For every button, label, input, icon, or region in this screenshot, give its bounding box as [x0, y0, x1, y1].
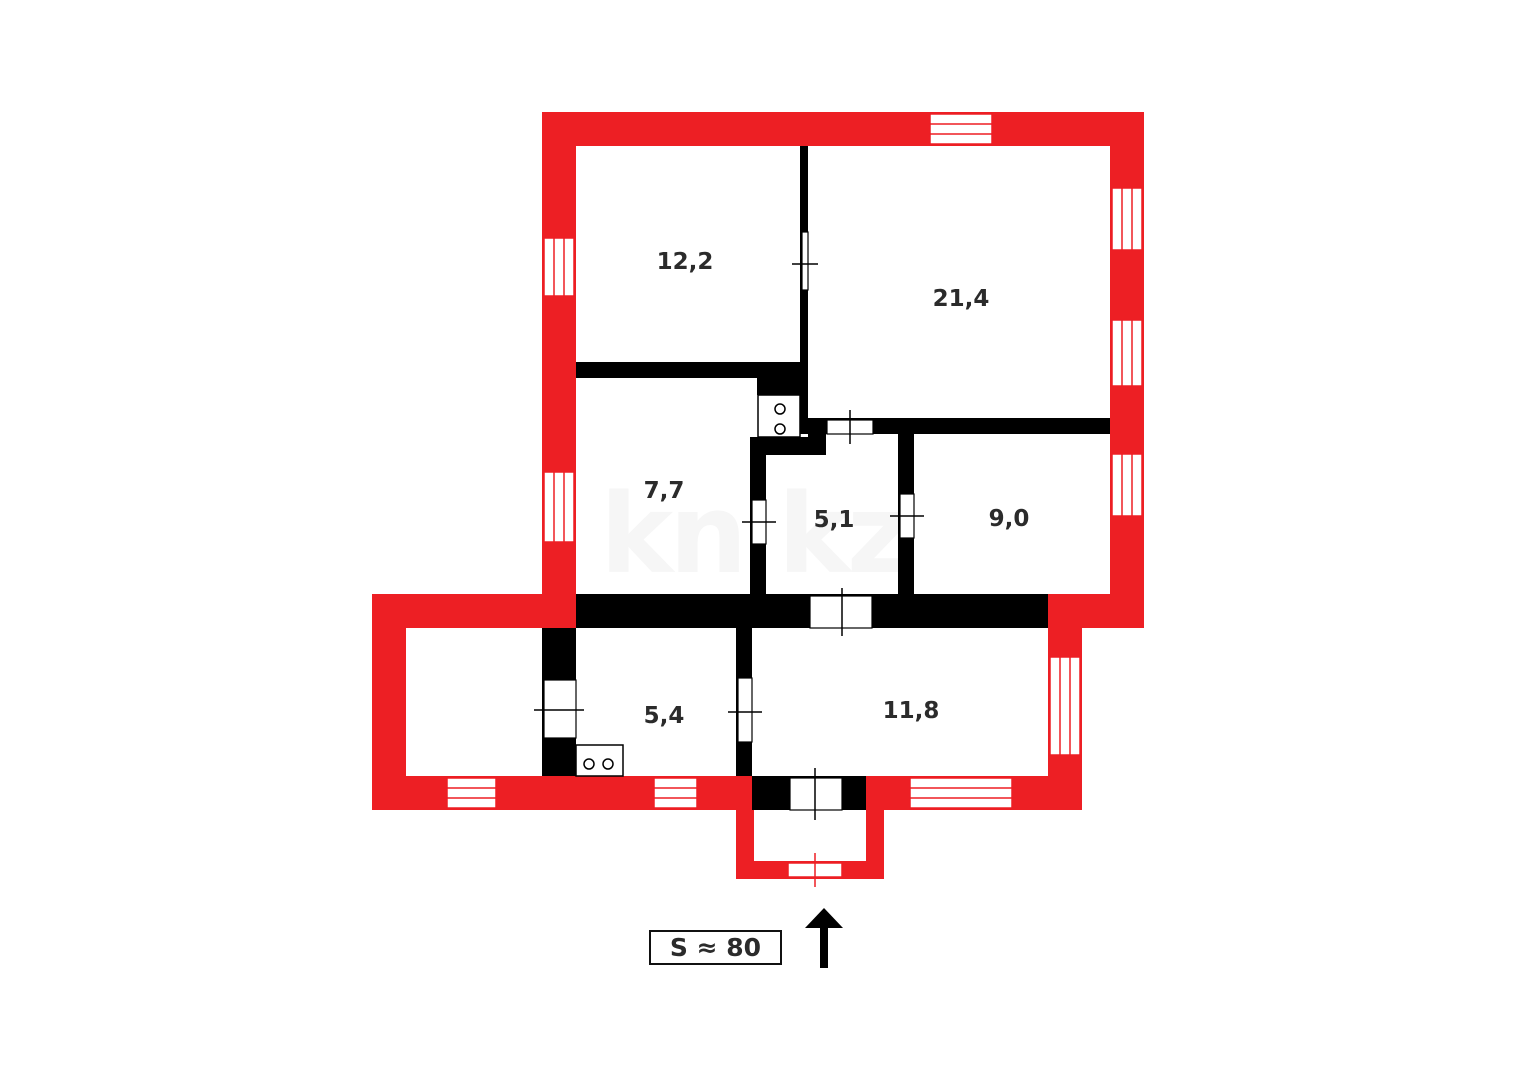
- room-area-label: 9,0: [988, 506, 1030, 532]
- door-swing-marks: [534, 263, 924, 820]
- total-area-label: S ≈ 80: [649, 930, 782, 965]
- interior-walls: [542, 146, 1110, 810]
- stove-upper: [757, 394, 801, 438]
- room-area-label: 5,1: [813, 507, 855, 533]
- room-area-label: 11,8: [882, 698, 940, 724]
- windows: [446, 113, 1143, 878]
- room-area-label: 5,4: [643, 703, 685, 729]
- doors: [543, 231, 915, 811]
- north-arrow-icon: [805, 908, 843, 968]
- room-area-label: 12,2: [656, 249, 714, 275]
- room-area-label: 7,7: [643, 478, 685, 504]
- room-area-label: 21,4: [932, 286, 990, 312]
- stove-lower: [575, 744, 624, 777]
